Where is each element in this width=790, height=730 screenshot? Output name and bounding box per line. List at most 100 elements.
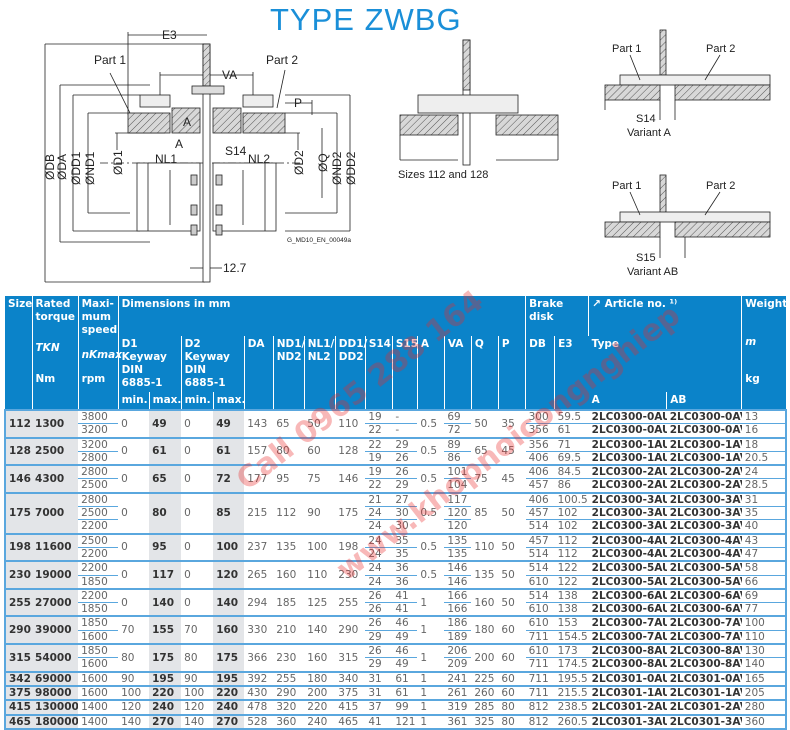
cell-s15: 49 <box>392 629 418 645</box>
cell-va: 89 <box>444 436 472 452</box>
cell-va: 189 <box>444 629 472 645</box>
cell-weight: 100 <box>741 615 786 631</box>
cell-torque: 69000 <box>32 670 79 686</box>
cell-d2max: 240 <box>213 699 245 715</box>
cell-type-ab: 2LC0300-7AV <box>666 629 742 645</box>
cell-va: 146 <box>444 574 472 589</box>
cell-weight: 77 <box>741 602 786 617</box>
cell-va: 120 <box>444 506 472 520</box>
cell-da: 430 <box>244 684 274 701</box>
cell-s14: 26 <box>365 643 393 658</box>
cell-q: 285 <box>471 699 499 715</box>
cell-s15: 26 <box>392 464 418 479</box>
cell-size: 315 <box>5 643 33 672</box>
cell-da: 157 <box>244 436 274 466</box>
cell-db: 406 <box>525 491 555 507</box>
cell-size: 415 <box>5 699 33 715</box>
cell-s15: 29 <box>392 436 418 452</box>
cell-torque: 1300 <box>32 409 79 438</box>
header-p: P <box>497 336 526 410</box>
cell-s15: 61 <box>392 670 418 686</box>
cell-torque: 39000 <box>32 615 79 645</box>
dim-nd2: ØND2 <box>330 151 344 185</box>
cell-db: 711 <box>525 657 555 672</box>
cell-nd: 230 <box>273 643 305 672</box>
cell-q: 135 <box>471 560 499 589</box>
cell-torque: 11600 <box>32 532 79 562</box>
header-q: Q <box>470 336 499 410</box>
cell-speed: 2500 <box>78 478 119 493</box>
cell-type-a: 2LC0300-4AU <box>588 532 667 548</box>
cell-a: 1 <box>417 643 445 672</box>
header-s15: S15 <box>391 336 418 410</box>
cell-d1min: 100 <box>118 684 150 701</box>
cell-a: 0.5 <box>417 409 445 438</box>
cell-e3: 173 <box>554 643 589 658</box>
cell-e3: 69.5 <box>554 450 589 466</box>
cell-s14: 21 <box>365 491 393 507</box>
cell-nl: 60 <box>304 436 336 466</box>
cell-db: 514 <box>525 560 555 576</box>
cell-a: 1 <box>417 615 445 645</box>
cell-speed: 1400 <box>78 699 119 715</box>
cell-nd: 320 <box>273 699 305 715</box>
cell-size: 230 <box>5 560 33 589</box>
cell-d1min: 0 <box>118 587 150 617</box>
cell-dd: 315 <box>335 643 366 672</box>
cell-type-ab: 2LC0300-3AV <box>666 491 742 507</box>
cell-type-ab: 2LC0300-0AV <box>666 409 742 424</box>
cell-q: 200 <box>471 643 499 672</box>
cell-s15: 41 <box>392 587 418 603</box>
cell-nl: 50 <box>304 409 336 438</box>
cell-nl: 110 <box>304 560 336 589</box>
cell-db: 457 <box>525 506 555 520</box>
header-brake-disk: Brake disk <box>525 296 589 336</box>
cell-da: 237 <box>244 532 274 562</box>
header-d2-max: max. <box>212 392 245 410</box>
cell-s14: 24 <box>365 546 393 562</box>
cell-d2min: 0 <box>181 587 214 617</box>
cell-weight: 130 <box>741 643 786 658</box>
cell-d1min: 0 <box>118 464 150 493</box>
cell-p: 50 <box>498 587 526 617</box>
variant-a-part2: Part 2 <box>706 43 735 55</box>
cell-nd: 210 <box>273 615 305 645</box>
cell-nd: 95 <box>273 464 305 493</box>
cell-d1max: 49 <box>149 409 182 438</box>
cell-db: 711 <box>525 670 555 686</box>
cell-s15: 61 <box>392 684 418 701</box>
cell-d1min: 120 <box>118 699 150 715</box>
cell-dd: 375 <box>335 684 366 701</box>
cell-db: 610 <box>525 615 555 631</box>
cell-s15: 121 <box>392 713 418 729</box>
cell-type-ab: 2LC0300-2AV <box>666 478 742 493</box>
cell-db: 406 <box>525 464 555 479</box>
cell-weight: 47 <box>741 546 786 562</box>
cell-speed: 1850 <box>78 602 119 617</box>
cell-speed: 1850 <box>78 615 119 631</box>
cell-nd: 65 <box>273 409 305 438</box>
cell-speed: 2200 <box>78 560 119 576</box>
cell-q: 50 <box>471 409 499 438</box>
cell-a: 1 <box>417 587 445 617</box>
header-type: Type <box>588 336 742 392</box>
cell-weight: 58 <box>741 560 786 576</box>
cell-a: 1 <box>417 684 445 701</box>
cell-e3: 84.5 <box>554 464 589 479</box>
cell-d1max: 195 <box>149 670 182 686</box>
cell-a: 0.5 <box>417 436 445 466</box>
cell-p: 50 <box>498 532 526 562</box>
cell-s14: 41 <box>365 713 393 729</box>
cell-d2min: 0 <box>181 560 214 589</box>
cell-va: 135 <box>444 532 472 548</box>
cell-speed: 2200 <box>78 519 119 534</box>
cell-s14: 26 <box>365 602 393 617</box>
cell-type-ab: 2LC0300-5AV <box>666 574 742 589</box>
dim-p: P <box>294 96 302 110</box>
cell-s14: 22 <box>365 478 393 493</box>
cell-s15: 99 <box>392 699 418 715</box>
